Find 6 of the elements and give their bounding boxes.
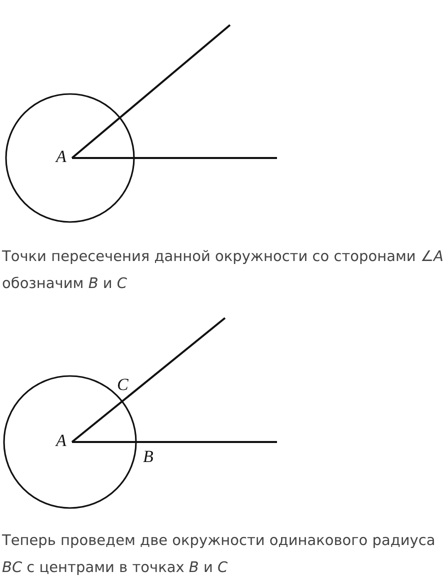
point-label: A [56,148,66,166]
caption-text: Точки пересечения данной окружности со сторонами ∠A обозначим B и C [2,248,444,294]
point-label: C [117,376,128,394]
point-label: A [56,432,66,450]
caption-text: Теперь проведем две окружности одинакового радиуса BC с центрами в точках B и C [2,532,436,578]
point-label: B [143,448,154,466]
